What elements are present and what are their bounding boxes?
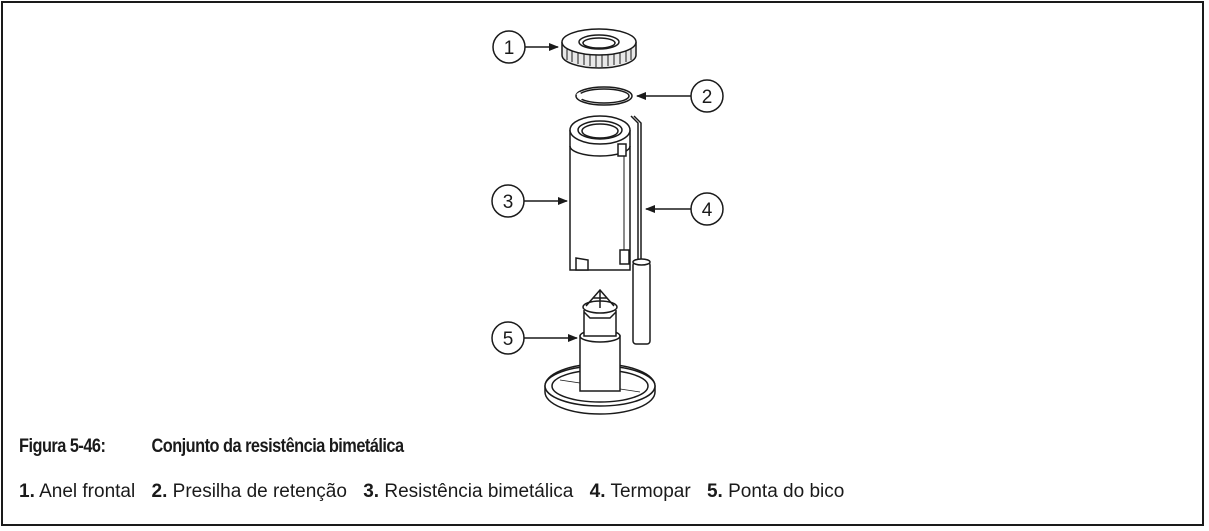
callout-2: 2 bbox=[636, 79, 724, 113]
legend-item: 5. Ponta do bico bbox=[707, 481, 844, 502]
front-ring bbox=[561, 28, 637, 69]
legend-number: 1. bbox=[19, 481, 35, 502]
assembly-diagram: 1 2 3 4 5 bbox=[491, 28, 724, 415]
callout-4: 4 bbox=[645, 192, 724, 226]
figure-number: Figura 5-46: bbox=[19, 436, 106, 457]
legend-item: 4. Termopar bbox=[590, 481, 691, 502]
callout-3: 3 bbox=[491, 184, 568, 218]
legend-label: Resistência bimetálica bbox=[384, 481, 574, 502]
legend-item: 3. Resistência bimetálica bbox=[363, 481, 573, 502]
callout-5: 5 bbox=[491, 321, 578, 355]
callout-2-label: 2 bbox=[702, 87, 713, 108]
nozzle-tip bbox=[544, 288, 656, 415]
legend-number: 3. bbox=[363, 481, 380, 502]
callout-4-label: 4 bbox=[702, 200, 713, 221]
legend-label: Ponta do bico bbox=[728, 481, 845, 502]
callout-3-label: 3 bbox=[503, 192, 514, 213]
legend-number: 4. bbox=[589, 481, 606, 502]
figure-title: Conjunto da resistência bimetálica bbox=[151, 436, 404, 457]
legend-item: 1. Anel frontal bbox=[19, 481, 135, 502]
legend-item: 2. Presilha de retenção bbox=[152, 481, 347, 502]
thermocouple bbox=[630, 115, 651, 345]
retaining-clip bbox=[575, 86, 633, 106]
figure-legend: 1. Anel frontal 2. Presilha de retenção … bbox=[19, 481, 855, 503]
figure-caption: Figura 5-46: Conjunto da resistência bime… bbox=[19, 436, 404, 458]
callout-1-label: 1 bbox=[504, 38, 515, 59]
legend-label: Presilha de retenção bbox=[172, 481, 347, 502]
legend-label: Termopar bbox=[610, 481, 691, 502]
legend-number: 2. bbox=[151, 481, 168, 502]
legend-label: Anel frontal bbox=[39, 481, 136, 502]
callout-1: 1 bbox=[492, 30, 559, 64]
callout-5-label: 5 bbox=[503, 329, 514, 350]
legend-number: 5. bbox=[706, 481, 723, 502]
heater-sleeve bbox=[569, 115, 631, 271]
